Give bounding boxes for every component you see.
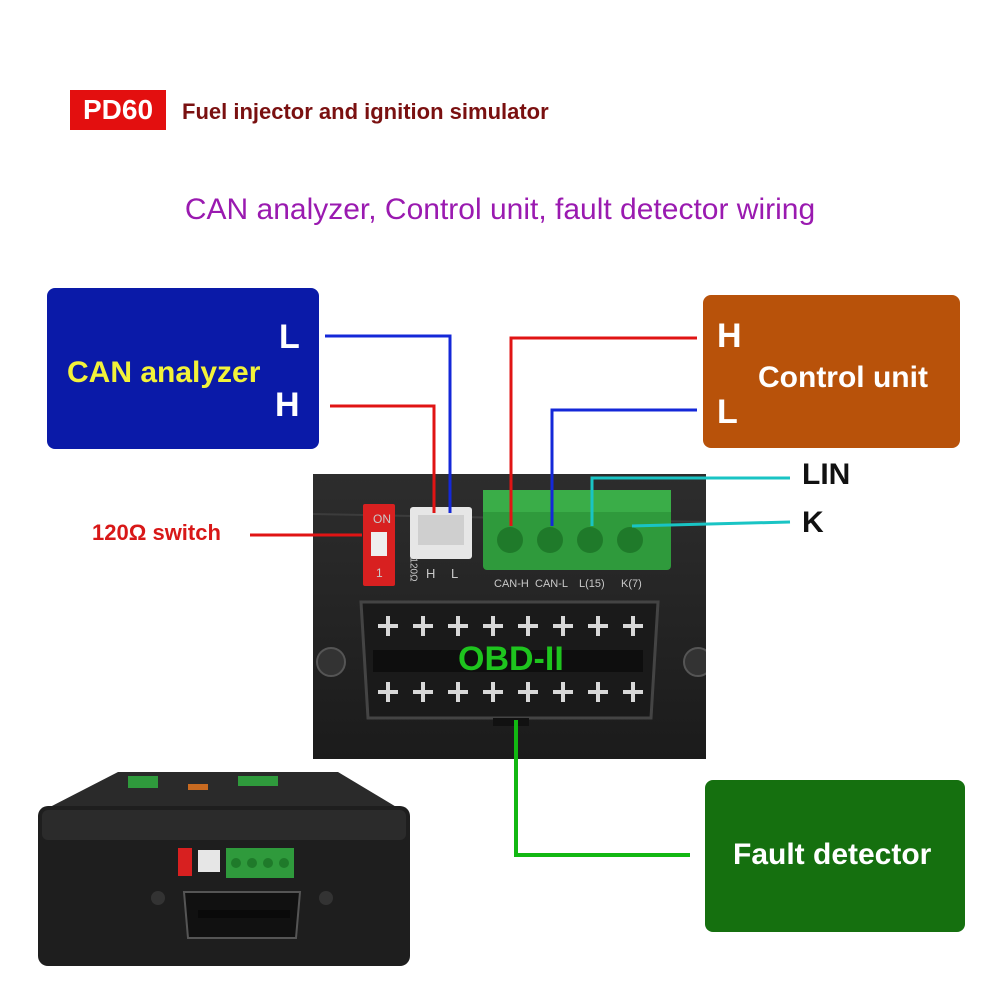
device-overview xyxy=(38,770,410,970)
terminal-label-can-l: CAN-L xyxy=(535,578,569,590)
switch-one-text: 1 xyxy=(376,566,383,580)
wire-k xyxy=(631,520,791,528)
terminal-can-h[interactable] xyxy=(497,527,523,553)
terminal-label-k7: K(7) xyxy=(621,578,642,590)
control-unit-pin-l: L xyxy=(717,393,738,431)
device-closeup: ON 1 120Ω H L CAN-H CAN-L L(15) K(7) OBD… xyxy=(313,474,706,759)
can-analyzer-title: CAN analyzer xyxy=(67,356,261,389)
product-subtitle: Fuel injector and ignition simulator xyxy=(182,99,549,124)
can-analyzer-pin-h: H xyxy=(275,386,300,424)
control-unit-box: H Control unit L xyxy=(703,295,960,448)
can-analyzer-pin-l: L xyxy=(279,318,300,356)
jst-h-text: H xyxy=(426,566,436,581)
can-analyzer-box: CAN analyzer L H xyxy=(47,288,319,449)
control-unit-title: Control unit xyxy=(758,361,928,394)
wire-control-unit-h xyxy=(509,336,697,526)
screw-left-icon xyxy=(316,647,346,677)
control-unit-pin-h: H xyxy=(717,317,742,355)
wire-can-analyzer-h xyxy=(330,404,436,513)
screw-right-icon xyxy=(683,647,706,677)
terminal-label-l15: L(15) xyxy=(579,578,605,590)
wire-can-analyzer-l xyxy=(325,334,452,513)
switch-on-text: ON xyxy=(373,512,391,526)
terminal-label-can-h: CAN-H xyxy=(494,578,529,590)
switch-label: 120Ω switch xyxy=(92,520,221,545)
terminal-can-l[interactable] xyxy=(537,527,563,553)
terminal-k7[interactable] xyxy=(617,527,643,553)
wire-lin xyxy=(590,476,790,526)
model-badge: PD60 xyxy=(70,90,166,130)
fault-detector-box: Fault detector xyxy=(705,780,965,932)
jst-l-text: L xyxy=(451,566,459,581)
k-label: K xyxy=(802,506,824,539)
wire-control-unit-l xyxy=(550,408,697,526)
obd-label: OBD-II xyxy=(458,640,564,678)
terminal-l15[interactable] xyxy=(577,527,603,553)
dip-switch-lever[interactable] xyxy=(371,532,387,556)
lin-label: LIN xyxy=(802,458,851,491)
device-overview-drawing xyxy=(38,772,410,966)
wire-obd-fault-detector xyxy=(514,720,690,857)
fault-detector-title: Fault detector xyxy=(733,838,932,871)
wiring-heading: CAN analyzer, Control unit, fault detect… xyxy=(184,193,816,226)
